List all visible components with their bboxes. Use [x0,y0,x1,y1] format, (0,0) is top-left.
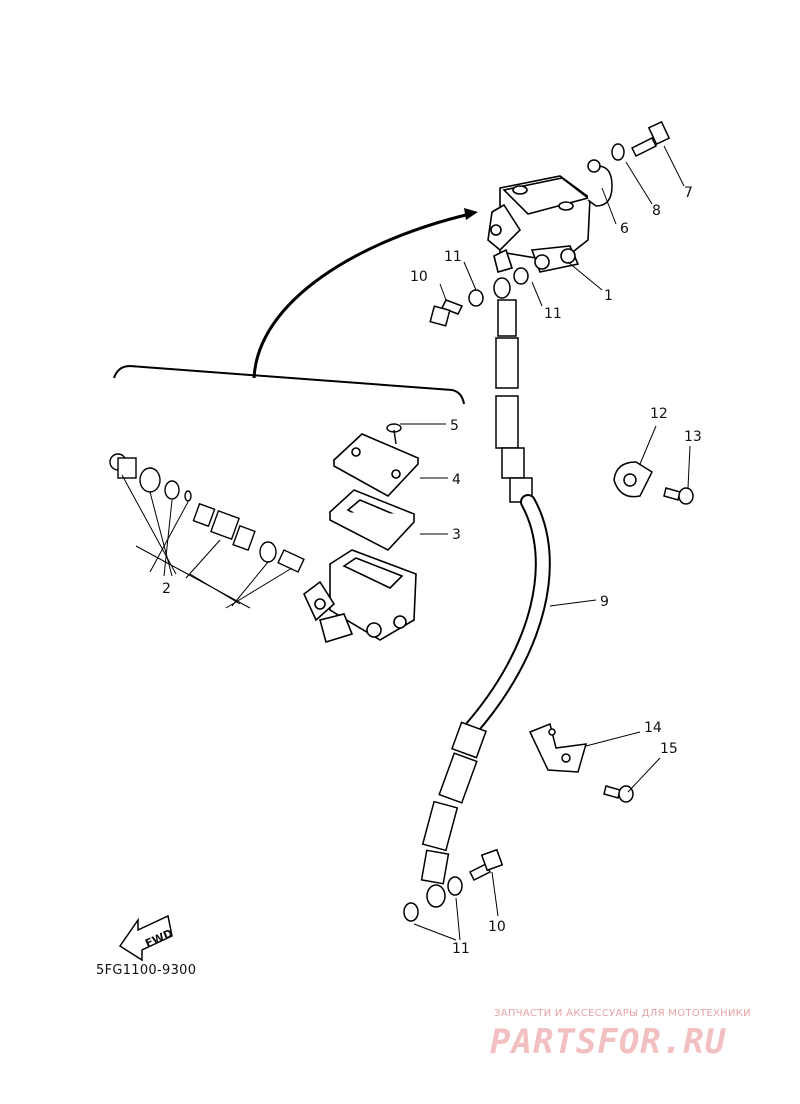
label-part-11-top-b: 11 [544,306,562,322]
washer-11-d [447,876,463,896]
screw-15 [603,785,634,803]
inset-bracket [113,364,465,405]
brake-hose-lower [420,721,487,908]
label-part-10-top: 10 [410,269,428,285]
label-part-11-bottom: 11 [452,941,470,957]
leader-lines [121,145,691,941]
label-part-14: 14 [644,720,662,736]
bolt-10-bottom [468,848,504,882]
fwd-arrow: FWD [118,914,175,962]
screw-5 [386,423,402,445]
washer-11-a [468,289,484,307]
clamp-6 [587,159,613,207]
washer-8 [611,143,625,161]
label-part-1: 1 [604,288,613,304]
washer-11-b [513,267,529,285]
label-part-13: 13 [684,429,702,445]
cap-4 [332,433,420,498]
label-part-5: 5 [450,418,459,434]
label-part-12: 12 [650,406,668,422]
label-part-9: 9 [600,594,609,610]
screw-13 [663,487,694,505]
bolt-10-top [429,299,464,327]
label-part-11-top-a: 11 [444,249,462,265]
washer-11-c [403,902,419,922]
watermark-logo: PARTSFOR.RU [490,1022,727,1062]
label-part-6: 6 [620,221,629,237]
master-cylinder-top [487,175,591,273]
piston-kit-2 [109,453,305,573]
label-part-8: 8 [652,203,661,219]
diagram-code: 5FG1100-9300 [96,963,197,978]
label-part-15: 15 [660,741,678,757]
label-part-2: 2 [162,581,171,597]
bracket-14 [528,722,588,773]
master-cylinder-body [303,549,417,644]
brake-hose-upper [493,277,533,503]
label-part-4: 4 [452,472,461,488]
inset-arrow [252,212,471,379]
watermark-subtitle: ЗАПЧАСТИ И АКСЕССУАРЫ ДЛЯ МОТОТЕХНИКИ [494,1008,751,1019]
bolt-7 [630,120,671,158]
part-labels: 1 2 3 4 5 6 7 8 9 10 10 11 11 11 12 13 1… [162,185,702,957]
clamp-12 [613,461,653,498]
label-part-10-bottom: 10 [488,919,506,935]
diaphragm-3 [328,489,416,551]
label-part-7: 7 [684,185,693,201]
label-part-3: 3 [452,527,461,543]
